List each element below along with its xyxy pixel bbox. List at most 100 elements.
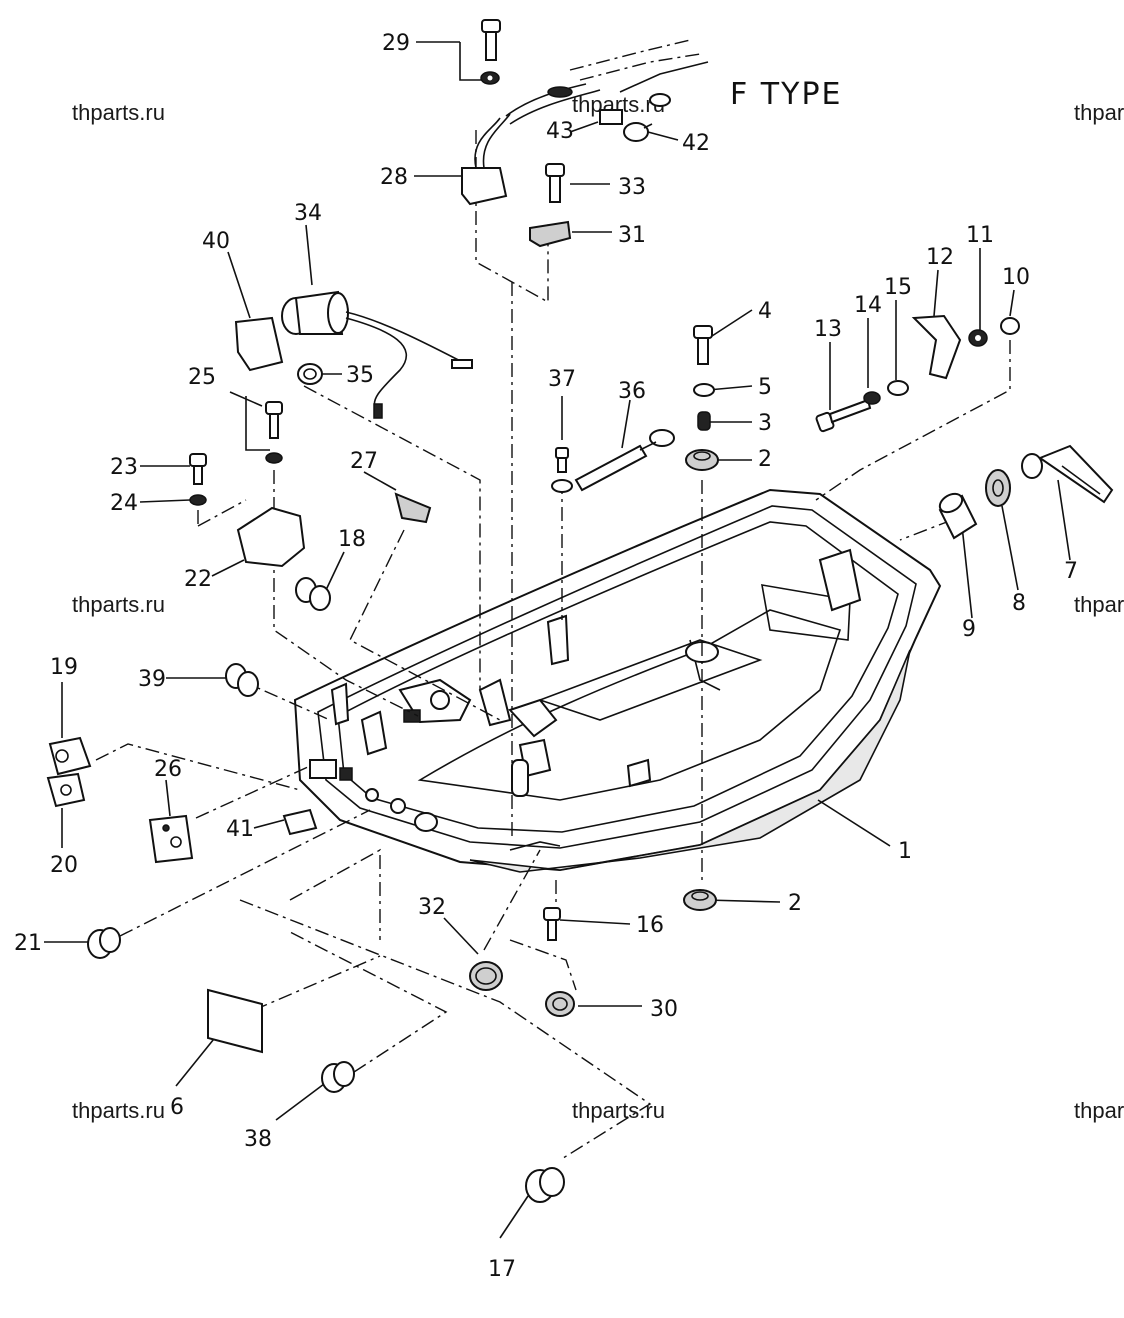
plug-39 — [225, 663, 259, 697]
callout-20: 20 — [50, 853, 78, 878]
grommet-2-upper — [685, 449, 719, 471]
grommet-30 — [545, 991, 575, 1017]
callout-41: 41 — [226, 817, 254, 842]
callout-42: 42 — [682, 131, 710, 156]
callout-29: 29 — [382, 31, 410, 56]
lever-12 — [911, 314, 962, 380]
callout-32: 32 — [418, 895, 446, 920]
callout-30: 30 — [650, 997, 678, 1022]
spacer-3 — [697, 411, 711, 431]
callout-5: 5 — [758, 375, 772, 400]
callout-10: 10 — [1002, 265, 1030, 290]
bolt-29 — [480, 19, 501, 85]
callout-2-lower: 2 — [788, 891, 802, 916]
bolt-37 — [551, 447, 573, 493]
callout-9: 9 — [962, 617, 976, 642]
callout-labels: 1 2 2 3 4 5 6 7 8 9 10 11 12 13 14 15 16… — [14, 31, 1078, 1282]
watermark-8: thparts.ru — [572, 1098, 665, 1123]
lever-handle-7 — [1021, 444, 1114, 504]
small-parts — [46, 19, 1114, 1203]
block-41 — [282, 808, 318, 836]
clamp-20 — [46, 772, 86, 808]
screw-16 — [543, 907, 561, 941]
callout-7: 7 — [1064, 559, 1078, 584]
bolt-13 — [815, 398, 872, 433]
screw-23 — [189, 453, 207, 485]
assembly-lines — [95, 130, 1011, 1161]
bolt-33 — [545, 163, 565, 203]
plate-26 — [148, 814, 194, 864]
watermark-6: thparts.ru — [1074, 592, 1124, 617]
callout-39: 39 — [138, 667, 166, 692]
seal-8 — [985, 469, 1011, 507]
callout-31: 31 — [618, 223, 646, 248]
watermark-7: thparts.ru — [72, 1098, 165, 1123]
watermark-4: thparts.ru — [72, 592, 165, 617]
callout-15: 15 — [884, 275, 912, 300]
callout-36: 36 — [618, 379, 646, 404]
callout-2-upper: 2 — [758, 447, 772, 472]
callout-37: 37 — [548, 367, 576, 392]
callout-18: 18 — [338, 527, 366, 552]
washer-15 — [887, 380, 909, 396]
bracket-22 — [236, 506, 306, 568]
switch-34 — [281, 290, 473, 419]
rod-36 — [574, 429, 675, 492]
callout-16: 16 — [636, 913, 664, 938]
callout-3: 3 — [758, 411, 772, 436]
bolt-25 — [265, 401, 283, 464]
bracket-28 — [461, 39, 709, 206]
nut-11 — [968, 329, 988, 347]
connector-43 — [599, 109, 623, 125]
callout-43: 43 — [546, 119, 574, 144]
callout-35: 35 — [346, 363, 374, 388]
callout-26: 26 — [154, 757, 182, 782]
callout-40: 40 — [202, 229, 230, 254]
callout-25: 25 — [188, 365, 216, 390]
callout-1: 1 — [898, 839, 912, 864]
callout-33: 33 — [618, 175, 646, 200]
callout-6: 6 — [170, 1095, 184, 1120]
watermark-1: thparts.ru — [72, 100, 165, 125]
plug-32 — [469, 961, 503, 991]
callout-28: 28 — [380, 165, 408, 190]
washer-24 — [189, 494, 207, 506]
cover-31 — [529, 220, 572, 248]
callout-17: 17 — [488, 1257, 516, 1282]
callout-8: 8 — [1012, 591, 1026, 616]
callout-22: 22 — [184, 567, 212, 592]
washer-10 — [1000, 317, 1020, 335]
diagram-title: F TYPE — [730, 77, 843, 112]
label-6 — [207, 988, 263, 1054]
callout-14: 14 — [854, 293, 882, 318]
callout-27: 27 — [350, 449, 378, 474]
grommet-27 — [394, 492, 432, 524]
plug-38 — [321, 1061, 355, 1093]
watermark-9: thparts.ru — [1074, 1098, 1124, 1123]
callout-19: 19 — [50, 655, 78, 680]
holder-40 — [234, 316, 284, 372]
grommet-2-lower — [683, 889, 717, 911]
callout-34: 34 — [294, 201, 322, 226]
callout-13: 13 — [814, 317, 842, 342]
callout-23: 23 — [110, 455, 138, 480]
collar-9 — [938, 492, 978, 540]
clip-42 — [623, 122, 653, 142]
clamp-19 — [48, 736, 92, 776]
bolt-4 — [693, 325, 713, 365]
plug-18 — [295, 577, 331, 611]
bottom-cowling — [293, 488, 942, 873]
callout-21: 21 — [14, 931, 42, 956]
plug-17 — [525, 1167, 565, 1203]
washer-14 — [863, 391, 881, 405]
grommet-35 — [297, 363, 323, 385]
callout-24: 24 — [110, 491, 138, 516]
watermark-3: thparts.ru — [1074, 100, 1124, 125]
callout-12: 12 — [926, 245, 954, 270]
callout-4: 4 — [758, 299, 772, 324]
callout-11: 11 — [966, 223, 994, 248]
washer-5 — [693, 383, 715, 397]
plug-21 — [87, 927, 121, 959]
